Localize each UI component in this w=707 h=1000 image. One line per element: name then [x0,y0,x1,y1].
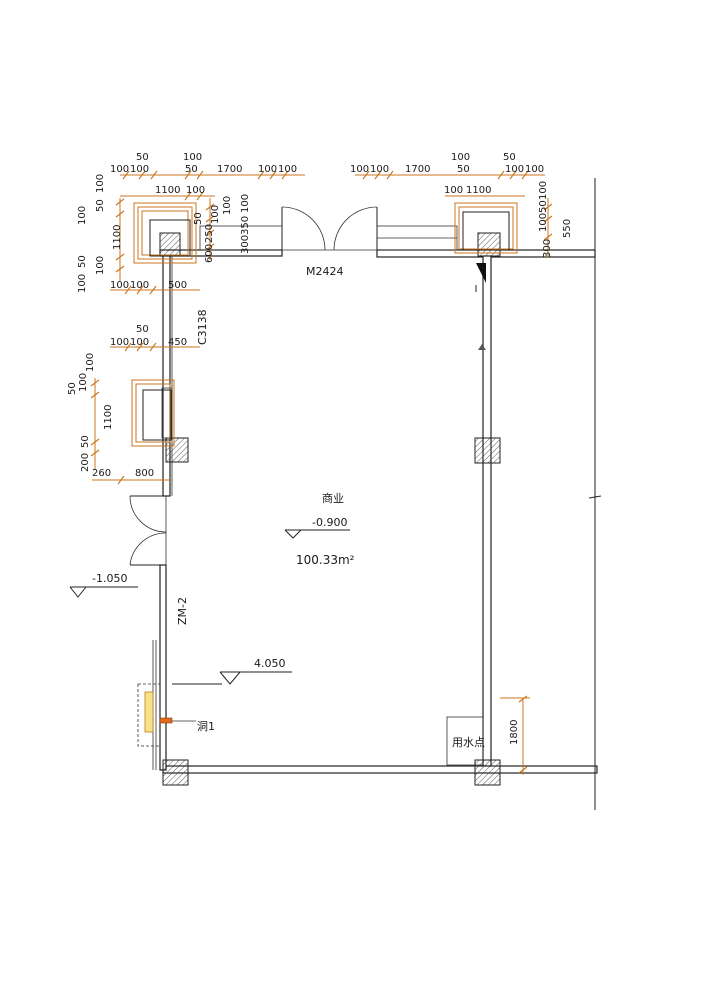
dim-text: 100 [278,164,297,175]
dim-text: 1100 [155,185,180,196]
dim-text: 100 [95,256,106,275]
dim-text: 100 [130,280,149,291]
door-left-double [129,495,167,566]
dim-text: 100 [110,164,129,175]
window-tag-left: C3138 [196,309,209,345]
dim-text: 300 [542,239,553,258]
room-area: 100.33m² [296,553,355,567]
dim-text: 100 [110,337,129,348]
room-label: 商业 -0.900 100.33m² [284,491,355,567]
dim-text: 500 [168,280,187,291]
niche-top-right [454,202,518,254]
niche-top-left [133,202,197,264]
door-top-double [281,206,378,251]
dim-text: 100 [95,174,106,193]
dim-text: 100 [240,194,251,213]
level-outside-text: -1.050 [92,572,127,585]
dim-text: 50 [95,199,106,212]
dim-text: 50 [80,435,91,448]
dim-text: 100 [77,274,88,293]
dim-text: 800 [135,468,154,479]
water-point-box [446,716,484,766]
dim-text: 550 [562,219,573,238]
dim-text: 260 [92,468,111,479]
dim-text: 100 [110,280,129,291]
walls [152,178,602,810]
dim-text: 100 [538,181,549,200]
dim-text: 100 [130,337,149,348]
dim-text: 100 [85,353,96,372]
dim-text: 50 [77,255,88,268]
dim-text: 100 [538,213,549,232]
dim-labels-left: 100 100 500 50 100 100 450 50 100 100 11… [67,280,187,479]
dim-text: 100 [78,373,89,392]
dim-text: 100 [183,152,202,163]
wall-markers [475,263,486,350]
level-upper-text: 4.050 [254,657,286,670]
dim-text: 50 [457,164,470,175]
dimension-lines [90,170,553,775]
room-level: -0.900 [312,516,347,529]
dim-text: 100 [130,164,149,175]
dim-text: 50 [503,152,516,163]
dim-text: 100 [186,185,205,196]
dim-text: 50 [185,164,198,175]
dim-text: 100 [77,206,88,225]
water-point-tag: 用水点 [452,736,485,749]
dim-text-1800: 1800 [509,720,520,745]
dim-text: 50 [136,152,149,163]
dim-text: 100 [451,152,470,163]
niche-left-middle [131,379,175,447]
room-name: 商业 [322,491,344,505]
dim-text: 100 [370,164,389,175]
dim-text: 200 [80,453,91,472]
dim-text: 100 [525,164,544,175]
dim-labels-top-left: 50 100 100 100 50 1700 100 100 1100 100 … [77,152,297,293]
dim-text: 100 [222,196,233,215]
dim-text: 50 [136,324,149,335]
dim-text: 100 [258,164,277,175]
dim-text: 100 [505,164,524,175]
dim-text: 600 [204,244,215,263]
level-marker-upper: 4.050 [172,657,292,685]
dim-text: 1100 [112,225,123,250]
door-tag-left: ZM-2 [176,597,189,625]
dim-text: 450 [168,337,187,348]
dim-labels-top-right: 100 50 100 100 1700 50 100 100 100 1100 … [350,152,573,258]
dim-text: 100 [444,185,463,196]
dim-text: 1100 [103,405,114,430]
dim-text: 100 [350,164,369,175]
door-tag-top: M2424 [306,265,344,278]
dim-text: 1700 [405,164,430,175]
dim-text: 50 [538,200,549,213]
structural-columns [159,232,501,786]
dim-text: 250 [204,224,215,243]
dim-text: 300 [240,235,251,254]
opening-box [137,683,173,747]
dim-text: 350 [240,216,251,235]
dim-text: 50 [193,212,204,225]
opening-tag: 洞1 [197,720,215,733]
level-marker-outside: -1.050 [69,572,138,598]
dim-text: 50 [67,382,78,395]
dim-text: 1100 [466,185,491,196]
dim-text: 100 [210,205,221,224]
dim-text: 1700 [217,164,242,175]
